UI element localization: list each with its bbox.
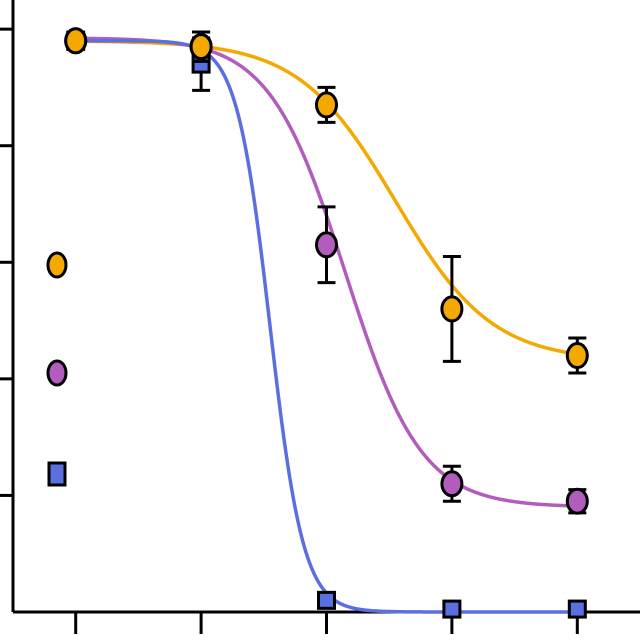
data-point-circle xyxy=(64,27,88,55)
data-point-circle xyxy=(315,91,338,119)
legend-marker-circle xyxy=(46,251,68,279)
legend-marker-square xyxy=(47,461,67,487)
data-point-circle xyxy=(440,470,464,498)
data-points xyxy=(64,27,589,619)
legend-marker-circle xyxy=(46,359,68,387)
data-point-square xyxy=(442,599,462,619)
legend xyxy=(46,251,68,487)
data-point-circle xyxy=(440,295,464,323)
data-point-circle xyxy=(189,33,213,61)
fit-curve-3 xyxy=(73,39,580,614)
data-point-square xyxy=(317,590,336,610)
fit-curves xyxy=(73,36,580,614)
data-point-circle xyxy=(315,231,338,259)
data-point-square xyxy=(567,599,587,619)
data-point-circle xyxy=(565,487,589,515)
data-point-circle xyxy=(565,342,589,370)
